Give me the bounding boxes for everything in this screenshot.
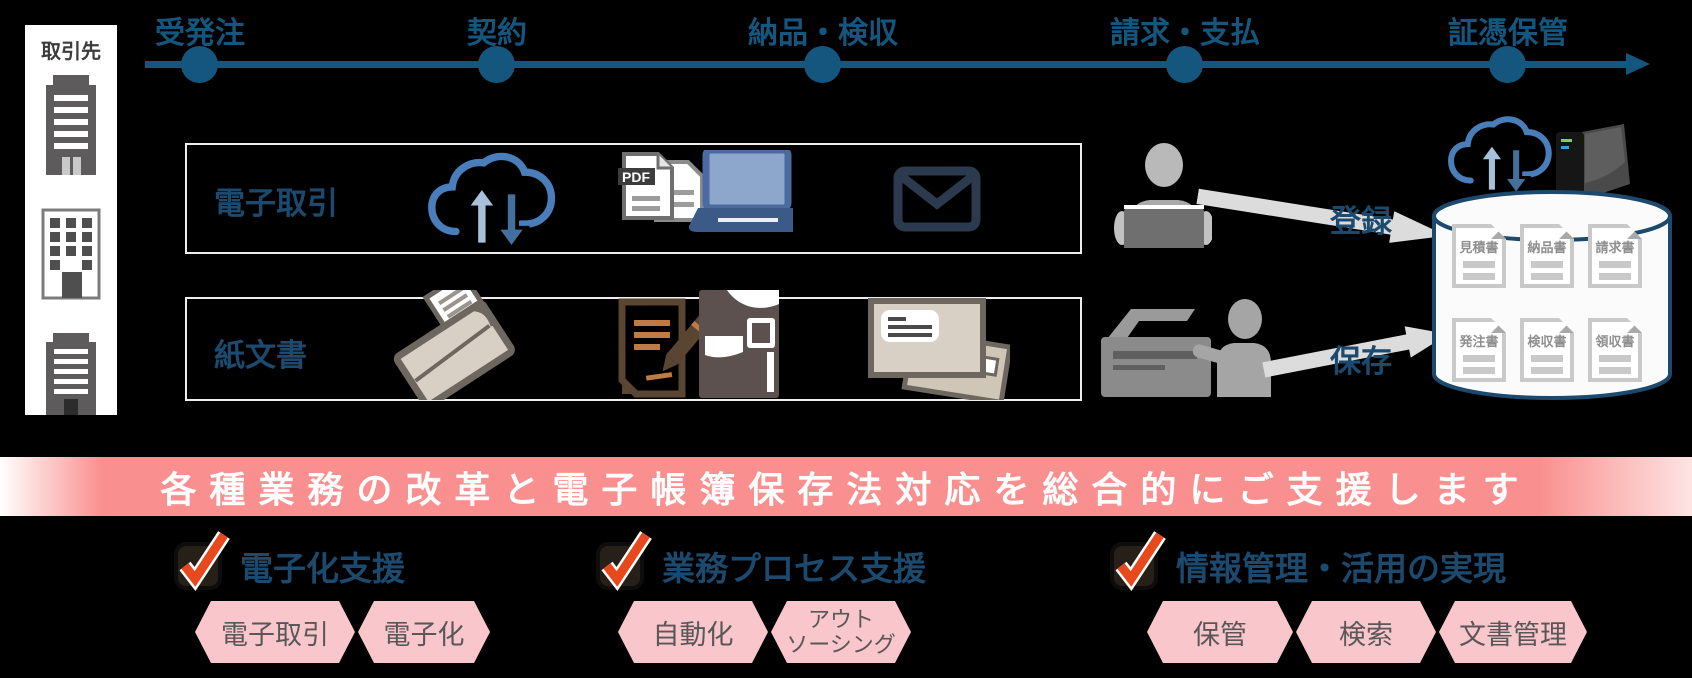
cloud-sync-icon bbox=[428, 152, 556, 250]
document-title: 見積書 bbox=[1459, 240, 1499, 255]
archive-document: 発注書 bbox=[1452, 318, 1506, 382]
stage-label: 証憑保管 bbox=[1448, 17, 1568, 50]
svg-text:PDF: PDF bbox=[622, 169, 650, 185]
feature-tag: 保管 bbox=[1147, 601, 1293, 663]
partner-label: 取引先 bbox=[41, 41, 101, 63]
feature-tag: 電子化 bbox=[358, 601, 490, 663]
document-title: 納品書 bbox=[1527, 240, 1567, 255]
document-signing-icon bbox=[618, 298, 708, 398]
feature-tag: 検索 bbox=[1296, 601, 1436, 663]
office-building-outline-icon bbox=[41, 208, 101, 300]
feature-tag: 電子取引 bbox=[195, 601, 355, 663]
feature-title: 電子化支援 bbox=[240, 550, 405, 587]
document-title: 領収書 bbox=[1595, 334, 1635, 349]
document-title: 検収書 bbox=[1527, 334, 1567, 349]
support-banner: 各種業務の改革と電子帳簿保存法対応を総合的にご支援します bbox=[0, 457, 1692, 516]
paper-row-label: 紙文書 bbox=[214, 338, 307, 373]
archive-documents: 見積書 納品書 請求書 発注書 検収書 領収書 bbox=[1452, 224, 1652, 396]
office-building-icon bbox=[46, 75, 96, 175]
timeline-arrowhead-icon bbox=[1626, 53, 1650, 75]
document-title: 発注書 bbox=[1459, 334, 1499, 349]
digital-transactions-box bbox=[185, 143, 1082, 254]
partner-panel: 取引先 bbox=[25, 25, 117, 415]
archive-document: 領収書 bbox=[1588, 318, 1642, 382]
banner-text: 各種業務の改革と電子帳簿保存法対応を総合的にご支援します bbox=[160, 468, 1532, 510]
timeline-dot bbox=[1489, 46, 1526, 83]
mail-letter-icon bbox=[393, 290, 515, 400]
archive-document: 納品書 bbox=[1520, 224, 1574, 288]
feature-tag: 文書管理 bbox=[1439, 601, 1587, 663]
cloud-upload-icon bbox=[1448, 116, 1552, 196]
checkbox-checked-icon bbox=[1110, 531, 1166, 592]
stage-label: 納品・検収 bbox=[748, 17, 898, 50]
server-icon bbox=[1556, 124, 1630, 202]
feature-title: 業務プロセス支援 bbox=[662, 550, 926, 587]
timeline-dot bbox=[804, 46, 841, 83]
timeline-dot bbox=[1166, 46, 1203, 83]
office-building-icon bbox=[46, 333, 96, 415]
register-arrow bbox=[1195, 180, 1449, 251]
timeline-dot bbox=[478, 46, 515, 83]
checkbox-checked-icon bbox=[174, 531, 230, 592]
archive-document: 検収書 bbox=[1520, 318, 1574, 382]
paper-documents-box bbox=[185, 297, 1082, 401]
archive-document: 見積書 bbox=[1452, 224, 1506, 288]
feature-tag: 自動化 bbox=[618, 601, 768, 663]
timeline-line bbox=[145, 61, 1630, 68]
person-scanner-icon bbox=[1101, 299, 1271, 397]
save-label: 保存 bbox=[1330, 344, 1392, 379]
archive-document: 請求書 bbox=[1588, 224, 1642, 288]
email-envelope-icon bbox=[893, 166, 981, 232]
stage-label: 契約 bbox=[467, 17, 527, 50]
digital-row-label: 電子取引 bbox=[214, 186, 338, 221]
pdf-documents-laptop-icon: PDF bbox=[618, 150, 793, 232]
checkbox-checked-icon bbox=[596, 531, 652, 592]
person-laptop-icon bbox=[1114, 143, 1212, 248]
register-label: 登録 bbox=[1330, 204, 1392, 239]
stage-label: 請求・支払 bbox=[1110, 17, 1260, 50]
feature-title: 情報管理・活用の実現 bbox=[1176, 550, 1506, 587]
postcards-icon bbox=[868, 298, 1010, 400]
copier-icon bbox=[699, 290, 779, 398]
timeline-dot bbox=[181, 46, 218, 83]
feature-tag: アウト ソーシング bbox=[771, 601, 911, 663]
document-title: 請求書 bbox=[1595, 240, 1635, 255]
stage-label: 受発注 bbox=[155, 17, 245, 50]
